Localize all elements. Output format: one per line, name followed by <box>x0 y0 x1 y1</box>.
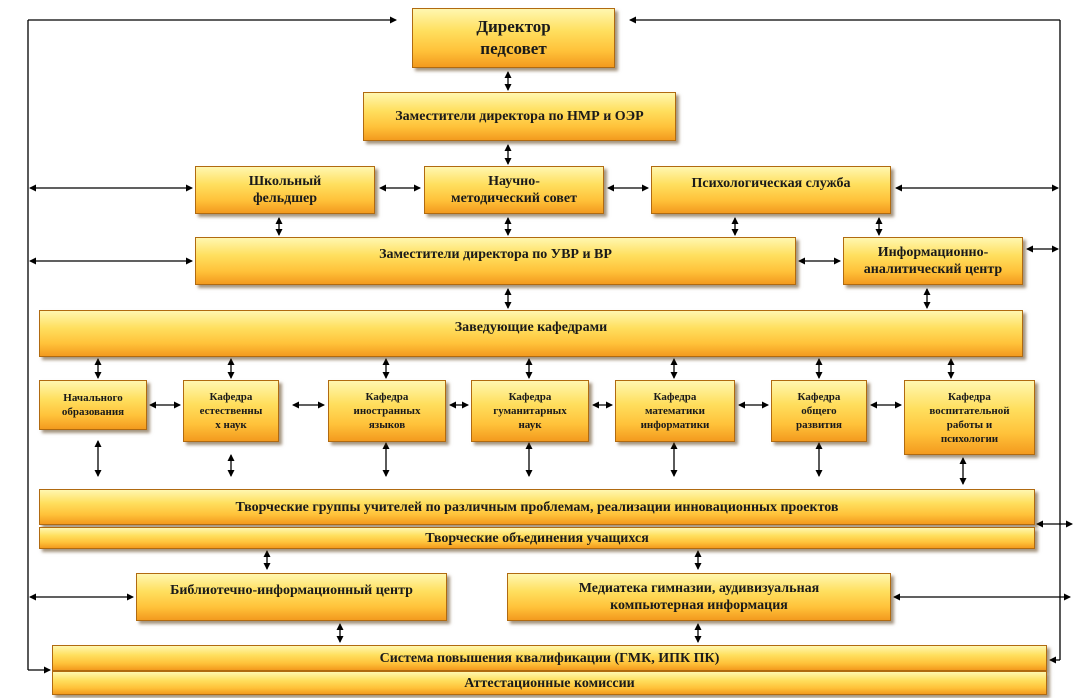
qualification-system-box: Система повышения квалификации (ГМК, ИПК… <box>52 645 1047 671</box>
dept-natural-box: Кафедра естественны х наук <box>183 380 279 442</box>
dept-primary-box: Начального образования <box>39 380 147 430</box>
department-heads-box: Заведующие кафедрами <box>39 310 1023 357</box>
library-center-box: Библиотечно-информационный центр <box>136 573 447 621</box>
media-library-box: Медиатека гимназии, аудивизуальная компь… <box>507 573 891 621</box>
creative-groups-box: Творческие группы учителей по различным … <box>39 489 1035 525</box>
dept-upbringing-box: Кафедра воспитательной работы и психолог… <box>904 380 1035 455</box>
deputy-nmr-box: Заместители директора по НМР и ОЭР <box>363 92 676 141</box>
scientific-council-box: Научно- методический совет <box>424 166 604 214</box>
attestation-commissions-box: Аттестационные комиссии <box>52 671 1047 695</box>
dept-general-box: Кафедра общего развития <box>771 380 867 442</box>
info-analytical-center-box: Информационно- аналитический центр <box>843 237 1023 285</box>
psychological-service-box: Психологическая служба <box>651 166 891 214</box>
school-medic-box: Школьный фельдшер <box>195 166 375 214</box>
dept-foreign-box: Кафедра иностранных языков <box>328 380 446 442</box>
director-box: Директор педсовет <box>412 8 615 68</box>
deputy-uvr-box: Заместители директора по УВР и ВР <box>195 237 796 285</box>
dept-humanities-box: Кафедра гуманитарных наук <box>471 380 589 442</box>
dept-math-box: Кафедра математики информатики <box>615 380 735 442</box>
student-associations-box: Творческие объединения учащихся <box>39 527 1035 549</box>
